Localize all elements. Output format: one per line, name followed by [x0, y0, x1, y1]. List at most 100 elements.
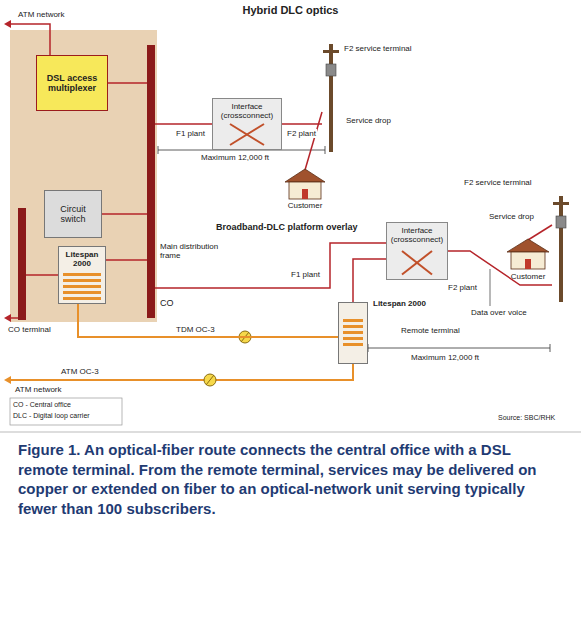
connector: [108, 82, 147, 84]
shelf: [63, 279, 101, 282]
cross-stroke: [230, 124, 264, 145]
shelf: [63, 273, 101, 276]
node-text: Interface (crossconnect): [216, 102, 278, 120]
connector: [155, 123, 212, 125]
diagram-label: Source: SBC/RHK: [498, 414, 555, 422]
terminal-box: [326, 64, 336, 76]
shelf: [343, 343, 363, 346]
edge-label: F1 plant: [175, 129, 206, 138]
building-ground: [10, 30, 157, 322]
house-roof: [507, 239, 549, 252]
connector: [106, 259, 147, 261]
diagram-label: DLC - Digital loop carrier: [13, 412, 90, 420]
diagram-label: CO terminal: [8, 325, 51, 334]
connector: [528, 225, 552, 240]
shelf: [343, 319, 363, 322]
terminal-box: [556, 216, 566, 228]
shelf: [343, 337, 363, 340]
shelf: [63, 297, 101, 300]
arrow-head: [4, 314, 11, 322]
node-text: CO: [160, 298, 174, 308]
diagram-label: Maximum 12,000 ft: [410, 353, 480, 362]
edge-label: TDM OC-3: [175, 325, 216, 334]
atm-network-arrow: [11, 24, 50, 55]
circuit-switch-box: Circuit switch: [44, 190, 102, 238]
shelf: [63, 285, 101, 288]
litespan-box: Litespan 2000: [58, 246, 106, 304]
caption-rule: [0, 432, 581, 433]
dimension-bracket: [158, 146, 550, 352]
terminal-wire: [26, 274, 58, 276]
shelf: [63, 291, 101, 294]
edge-label: F1 plant: [290, 270, 321, 279]
customer-house: Customer: [283, 168, 327, 212]
diagram-label: ATM network: [14, 385, 63, 394]
node-text: Circuit switch: [48, 204, 98, 225]
diagram-label: Maximum 12,000 ft: [200, 153, 270, 162]
cross-stroke: [230, 124, 264, 145]
utility-pole: [552, 192, 570, 302]
service-terminal-pole: F2 service terminal: [552, 192, 570, 302]
edge-label: F2 plant: [286, 129, 317, 138]
pole-shaft: [559, 196, 563, 302]
edge-label: Service drop: [345, 116, 392, 125]
cross-stroke: [402, 251, 432, 275]
co-terminal-bar: [18, 208, 26, 320]
house-wall: [289, 182, 321, 199]
diagram-label: CO - Central office: [13, 401, 71, 409]
shelf: [343, 331, 363, 334]
node-text: F2 service terminal: [344, 44, 412, 53]
edge-label: F2 plant: [447, 283, 478, 292]
central-office: CODSL access multiplexerCircuit switchLi…: [10, 30, 157, 322]
fiber-symbol: [204, 331, 251, 386]
connector: [102, 213, 147, 215]
arrow-head: [4, 20, 11, 28]
arrow-head: [4, 376, 11, 384]
connector: [448, 251, 552, 285]
node-text: Customer: [505, 272, 551, 281]
interface-box: Interface (crossconnect): [386, 222, 448, 280]
dslam-box: DSL access multiplexer: [36, 55, 108, 111]
connector: [305, 112, 322, 170]
customer-house: Customer: [505, 238, 551, 284]
connector: [353, 259, 386, 302]
diagram-title: Hybrid DLC optics: [0, 4, 581, 17]
cross-arm: [553, 202, 569, 205]
node-text: Litespan 2000: [373, 299, 433, 308]
remote-terminal-box: Litespan 2000: [338, 302, 368, 364]
atm-oc3-fiber: [11, 364, 353, 380]
house-roof: [285, 169, 325, 182]
pole-shaft: [329, 44, 333, 152]
connector: [155, 243, 386, 288]
node-text: F2 service terminal: [464, 178, 532, 187]
diagram-label: Broadband-DLC platform overlay: [215, 222, 359, 232]
edge-label: Service drop: [488, 212, 535, 221]
diagram-label: ATM network: [18, 10, 65, 19]
cross-arm: [323, 50, 339, 53]
leader-line: [490, 269, 491, 306]
diagram-label: Remote terminal: [400, 326, 461, 335]
shelf-icon: [339, 303, 367, 363]
node-text: Main distribution frame: [160, 242, 220, 260]
house-door: [525, 259, 531, 269]
diagram-label: ATM OC-3: [60, 367, 100, 376]
cross-stroke: [402, 251, 432, 275]
interface-box: Interface (crossconnect): [212, 98, 282, 150]
node-text: DSL access multiplexer: [40, 73, 104, 94]
node-text: Litespan 2000: [62, 250, 102, 268]
connector: [78, 304, 338, 337]
node-text: Interface (crossconnect): [390, 226, 444, 244]
figure-caption: Figure 1. An optical-fiber route connect…: [18, 440, 563, 518]
co-terminal-arrow: [10, 317, 18, 319]
diagram-label: Data over voice: [470, 308, 528, 317]
house-icon: [283, 168, 327, 200]
node-text: Customer: [283, 201, 327, 210]
connector: [282, 123, 322, 125]
service-terminal-pole: F2 service terminal: [322, 40, 340, 152]
house-door: [302, 189, 308, 199]
house-wall: [511, 252, 545, 269]
house-icon: [505, 238, 551, 270]
abbreviation-box: [10, 398, 122, 425]
shelf: [343, 325, 363, 328]
